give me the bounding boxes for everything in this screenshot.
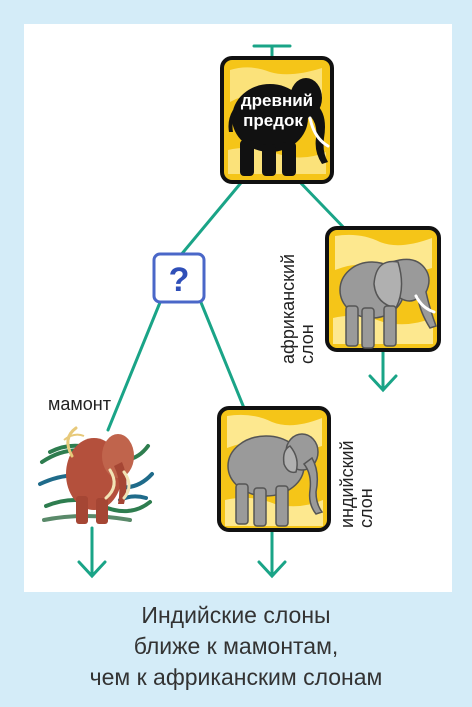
indian-label-line2: слон [356, 488, 376, 528]
ancestor-card: древний предок [220, 56, 334, 184]
african-label-line1: африканский [278, 253, 298, 364]
mammoth-icon [63, 426, 134, 524]
branch-unknown-to-mammoth [106, 298, 163, 432]
ancestor-label-line1: древний [241, 91, 313, 110]
branch-unknown-to-indian [198, 298, 246, 410]
caption-line2: ближе к мамонтам, [133, 633, 339, 659]
indian-label-line1: индийский [337, 440, 357, 528]
caption: Индийские слоны ближе к мамонтам, чем к … [0, 600, 472, 693]
caption-line1: Индийские слоны [141, 602, 331, 628]
african-label-line2: слон [297, 324, 317, 364]
african-arrow-head [368, 374, 398, 393]
mammoth-illustration [38, 426, 154, 524]
ancestor-elephant-icon [228, 78, 328, 176]
indian-elephant-icon [227, 433, 324, 527]
mammoth-arrow-head [77, 560, 107, 579]
branch-ancestor-to-unknown [178, 176, 247, 258]
african-elephant-icon [339, 258, 437, 349]
indian-elephant-label: индийский слон [337, 440, 376, 528]
branch-ancestor-to-african [294, 176, 350, 234]
ancestor-tusk-icon [308, 116, 330, 148]
african-elephant-card [325, 226, 441, 352]
caption-line3: чем к африканским слонам [89, 664, 383, 690]
indian-elephant-card [217, 406, 331, 532]
unknown-node: ? [152, 252, 206, 304]
ancestor-label-line2: предок [243, 111, 303, 130]
question-mark-icon: ? [169, 261, 190, 299]
african-elephant-label: африканский слон [278, 253, 317, 364]
indian-arrow-head [257, 560, 287, 579]
african-tusk-icon [414, 294, 436, 314]
mammoth-label: мамонт [48, 394, 111, 414]
